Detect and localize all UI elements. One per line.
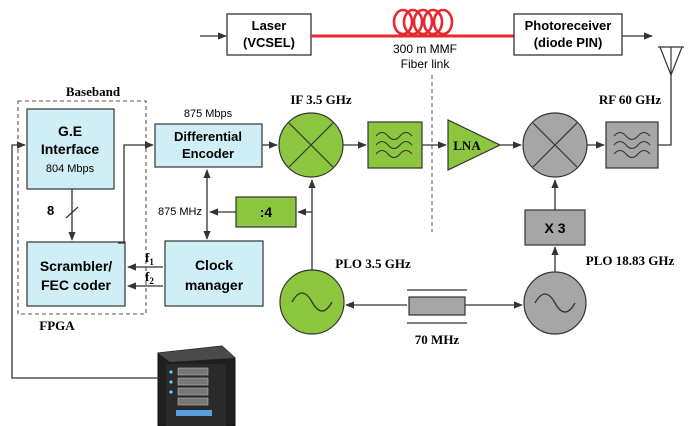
fiber-label-line2: Fiber link xyxy=(401,57,451,71)
encoder-line1: Differential xyxy=(174,129,242,144)
baseband-title: Baseband xyxy=(66,84,121,99)
clock-manager-box xyxy=(164,240,264,307)
oscillator-icon xyxy=(279,269,345,335)
lna-amplifier-icon xyxy=(447,119,502,171)
multiplier-box xyxy=(524,209,586,246)
fpga-label: FPGA xyxy=(39,318,75,333)
lna-label: LNA xyxy=(453,138,481,153)
bandpass-filter-icon xyxy=(605,121,659,169)
bandpass-filter-icon xyxy=(367,121,423,169)
server-to-ge-interface-link xyxy=(11,141,160,379)
70mhz-filter-box xyxy=(408,296,466,316)
laser-label-line1: Laser xyxy=(252,18,287,33)
f1-label: f1 xyxy=(145,250,154,267)
divider-box xyxy=(235,196,297,228)
filter-70mhz-label: 70 MHz xyxy=(415,332,460,347)
photoreceiver-box xyxy=(513,13,623,56)
ge-interface-line2: Interface xyxy=(41,141,100,157)
bus-width-label: 8 xyxy=(47,203,54,218)
clock-manager-line1: Clock xyxy=(195,257,233,273)
rf-to-antenna-line xyxy=(658,75,672,146)
if-chain: IF 3.5 GHz LNA PLO 3.5 GHz xyxy=(278,92,522,335)
if-label: IF 3.5 GHz xyxy=(290,92,351,107)
encoder-clock-section: 875 Mbps Differential Encoder 875 MHz :4… xyxy=(118,108,312,307)
laser-label-line2: (VCSEL) xyxy=(243,35,295,50)
scrambler-line1: Scrambler/ xyxy=(40,258,112,274)
photoreceiver-label-line1: Photoreceiver xyxy=(525,18,612,33)
oscillator-icon xyxy=(523,271,587,335)
optical-link: Laser (VCSEL) 300 m MMF Fiber link Photo… xyxy=(200,8,653,232)
mixer-icon xyxy=(278,112,344,178)
scrambler-to-encoder-link xyxy=(118,141,154,244)
scrambler-fec-box xyxy=(26,241,126,307)
baseband-fpga-block: Baseband FPGA G.E Interface 804 Mbps 8 S… xyxy=(17,84,147,333)
encoder-line2: Encoder xyxy=(182,146,234,161)
ge-interface-rate: 804 Mbps xyxy=(46,163,95,175)
encoder-rate-label: 875 Mbps xyxy=(184,108,233,120)
fpga-dashed-boundary xyxy=(17,100,147,315)
bus-slash xyxy=(65,206,79,219)
multiplier-label: X 3 xyxy=(544,220,565,236)
photoreceiver-label-line2: (diode PIN) xyxy=(534,35,603,50)
fiber-label-line1: 300 m MMF xyxy=(393,42,457,56)
f2-label: f2 xyxy=(145,269,154,286)
antenna-icon xyxy=(658,46,684,76)
nas-server-icon xyxy=(157,345,236,426)
fiber-coil-icon xyxy=(392,8,454,36)
mixer-icon xyxy=(522,112,588,178)
plo-if-label: PLO 3.5 GHz xyxy=(335,256,411,271)
ge-interface-line1: G.E xyxy=(58,123,82,139)
differential-encoder-box xyxy=(154,123,263,168)
rf-label: RF 60 GHz xyxy=(599,92,662,107)
divider-label: :4 xyxy=(260,204,273,220)
ge-interface-box xyxy=(26,108,115,190)
scrambler-line2: FEC coder xyxy=(41,277,112,293)
clock-manager-line2: manager xyxy=(185,277,244,293)
clock-freq-label: 875 MHz xyxy=(158,206,202,218)
rf-chain: RF 60 GHz X 3 PLO 18.83 GHz 70 MHz xyxy=(345,46,684,347)
plo-rf-label: PLO 18.83 GHz xyxy=(586,253,675,268)
